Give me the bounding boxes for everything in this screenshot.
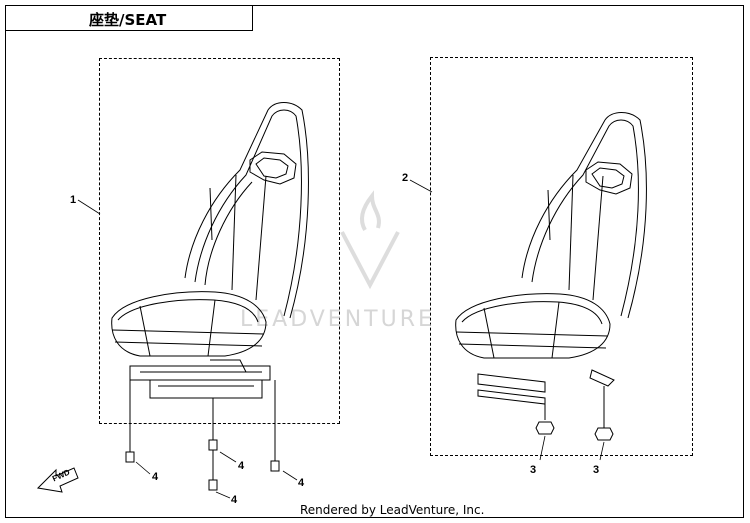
callout-nut-left: 3 (530, 464, 537, 476)
callout-bolt-b: 4 (238, 460, 245, 472)
watermark: LEADVENTURE (240, 307, 435, 332)
bolt-icons (125, 439, 280, 491)
diagram-frame (5, 5, 744, 518)
bolt-d-icon (270, 460, 280, 472)
callout-bolt-c: 4 (231, 494, 238, 506)
seat-1-illustration (111, 102, 309, 482)
leader-lines (77, 179, 605, 499)
bolt-c-icon (208, 479, 218, 491)
callout-seat-1: 1 (70, 194, 77, 206)
nut-left-icon (535, 421, 555, 435)
nut-icons (535, 421, 614, 441)
callout-bolt-a: 4 (152, 471, 159, 483)
footer-credit: Rendered by LeadVenture, Inc. (300, 503, 485, 517)
seat-2-group-box (430, 57, 693, 456)
diagram-title: 座垫/SEAT (89, 11, 167, 29)
callout-nut-right: 3 (593, 464, 600, 476)
seat-1-group-box (99, 58, 340, 424)
bolt-b-icon (208, 439, 218, 451)
headrest-slot-2 (585, 161, 633, 195)
watermark-logo (340, 190, 400, 290)
headrest-slot (249, 151, 297, 185)
bolt-a-icon (125, 451, 135, 463)
fwd-arrow-icon (36, 467, 79, 493)
callout-bolt-d: 4 (298, 477, 305, 489)
nut-right-icon (594, 427, 614, 441)
title-box (5, 5, 253, 31)
callout-seat-2: 2 (402, 172, 409, 184)
seat-2-illustration (455, 112, 647, 428)
